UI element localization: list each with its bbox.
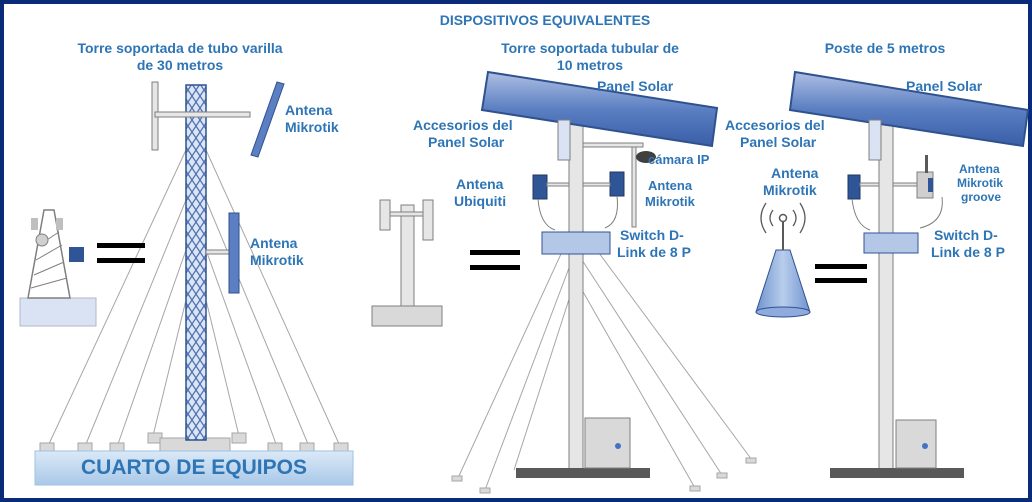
label-switch-2a: Switch D- bbox=[620, 227, 684, 243]
label-antena-mikrotik-2a: Antena bbox=[250, 235, 298, 251]
equals-sign-2 bbox=[470, 250, 520, 270]
guy-wires-tower1 bbox=[47, 149, 341, 447]
cabinet-2 bbox=[584, 417, 631, 469]
antena-mikrotik-3-icon bbox=[847, 174, 861, 200]
camera-ip-icon bbox=[636, 151, 656, 163]
tower2-title-line2: 10 metros bbox=[556, 57, 624, 73]
access-point-icon bbox=[755, 202, 811, 318]
label-antena-mikrotik-2b: Mikrotik bbox=[250, 252, 304, 268]
tower1-title-line1: Torre soportada de tubo varilla bbox=[77, 40, 283, 56]
label-groove-a: Antena bbox=[959, 162, 1000, 176]
label-panel-solar-2: Panel Solar bbox=[597, 78, 674, 94]
label-groove-b: Mikrotik bbox=[957, 176, 1004, 190]
label-accesorios-2a: Accesorios del bbox=[413, 117, 513, 133]
top-bracket-arm bbox=[154, 111, 251, 118]
antenna-mast-icon bbox=[371, 199, 443, 327]
antena-mikrotik-2-icon bbox=[609, 171, 625, 197]
guy-wires-tower2 bbox=[457, 229, 753, 491]
label-groove-c: groove bbox=[961, 190, 1002, 204]
tower-10m-group bbox=[371, 70, 757, 494]
label-antena-mikrotik-3a: Antena bbox=[648, 178, 693, 193]
label-camara-ip: cámara IP bbox=[648, 152, 710, 167]
tower-30m-group bbox=[34, 81, 354, 486]
switch-dlink-3 bbox=[863, 232, 919, 254]
label-accesorios-2b: Panel Solar bbox=[428, 134, 505, 150]
switch-dlink-2 bbox=[541, 231, 611, 255]
label-antena-mikrotik-1a: Antena bbox=[285, 102, 333, 118]
label-antena-ubiquiti-b: Ubiquiti bbox=[454, 193, 507, 209]
label-switch-3a: Switch D- bbox=[934, 227, 998, 243]
antena-mikrotik-top-icon bbox=[250, 81, 285, 158]
label-accesorios-3b: Panel Solar bbox=[740, 134, 817, 150]
label-cuarto-equipos: CUARTO DE EQUIPOS bbox=[81, 456, 307, 479]
tower1-title-line2: de 30 metros bbox=[136, 57, 224, 73]
label-antena-mikrotik-1b: Mikrotik bbox=[285, 119, 339, 135]
solar-panel-3 bbox=[788, 70, 1030, 148]
label-switch-2b: Link de 8 P bbox=[617, 244, 691, 260]
label-antena-mikrotik-4a: Antena bbox=[771, 165, 819, 181]
device-square-icon bbox=[69, 247, 84, 262]
equals-sign-1 bbox=[97, 243, 145, 263]
antena-mikrotik-mid-icon bbox=[228, 212, 240, 294]
panel-accessories-2 bbox=[557, 119, 571, 161]
label-accesorios-3a: Accesorios del bbox=[725, 117, 825, 133]
pole-5m-group bbox=[755, 70, 1030, 478]
label-switch-3b: Link de 8 P bbox=[931, 244, 1005, 260]
pole-base-2 bbox=[516, 468, 650, 478]
small-tower-icon bbox=[19, 209, 97, 327]
panel-accessories-3 bbox=[868, 119, 882, 161]
diagram-title: DISPOSITIVOS EQUIVALENTES bbox=[439, 12, 651, 28]
antena-ubiquiti-icon bbox=[532, 174, 548, 200]
tower2-title-line1: Torre soportada tubular de bbox=[501, 40, 679, 56]
cabinet-3 bbox=[895, 419, 937, 469]
label-antena-mikrotik-3b: Mikrotik bbox=[645, 194, 695, 209]
anchor-stakes-2 bbox=[451, 457, 757, 494]
equals-sign-3 bbox=[815, 264, 867, 283]
solar-panel-2 bbox=[480, 70, 719, 148]
label-panel-solar-3: Panel Solar bbox=[906, 78, 983, 94]
pole-title: Poste de 5 metros bbox=[824, 40, 946, 56]
tubular-pole bbox=[568, 94, 584, 471]
label-antena-mikrotik-4b: Mikrotik bbox=[763, 182, 817, 198]
cuarto-equipos-box bbox=[34, 450, 354, 486]
lattice-mast bbox=[185, 84, 207, 441]
pole-base-3 bbox=[830, 468, 964, 478]
label-antena-ubiquiti-a: Antena bbox=[456, 176, 504, 192]
